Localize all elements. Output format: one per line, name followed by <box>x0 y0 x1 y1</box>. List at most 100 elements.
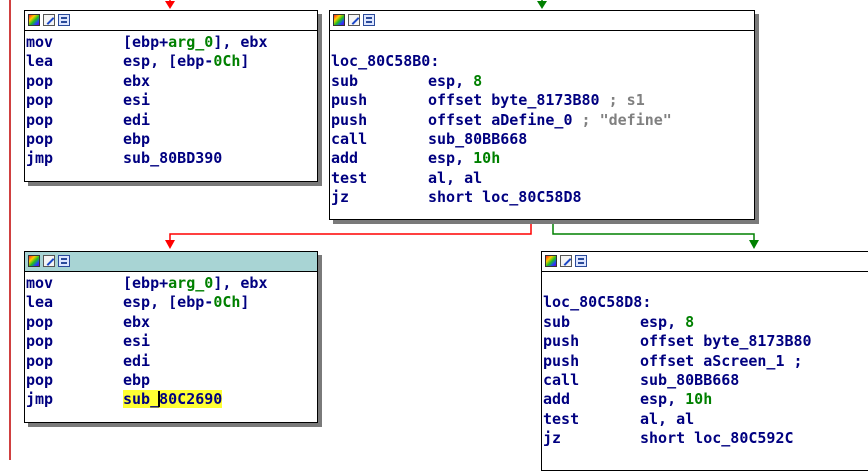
label-line: loc_80C58B0: <box>330 52 754 71</box>
colors-icon[interactable] <box>28 255 40 267</box>
colors-icon[interactable] <box>545 255 557 267</box>
instruction-line[interactable]: pop ebx <box>25 72 317 91</box>
block-header <box>25 11 317 31</box>
mnemonic: sub <box>543 312 571 331</box>
operand[interactable]: esi <box>123 332 150 351</box>
colors-icon[interactable] <box>28 14 40 26</box>
operand[interactable]: al, al <box>640 410 694 429</box>
operand[interactable]: esi <box>123 91 150 110</box>
operand[interactable]: sub_80BD390 <box>123 149 222 168</box>
operand[interactable]: ebp <box>123 130 150 149</box>
operand[interactable]: [ebp+arg_0], ebx <box>123 274 268 293</box>
location-label[interactable]: loc_80C58D8: <box>543 293 652 312</box>
operand[interactable]: ebx <box>123 72 150 91</box>
mnemonic: push <box>331 110 368 129</box>
edge-arrow-block-2 <box>537 1 547 9</box>
instruction-line[interactable]: mov [ebp+arg_0], ebx <box>25 274 317 293</box>
graph-icon[interactable] <box>58 255 70 267</box>
operand[interactable]: offset byte_8173B80 ; s1 <box>428 91 645 110</box>
operand[interactable]: [ebp+arg_0], ebx <box>123 33 268 52</box>
operand-text: offset byte_8173B80 <box>428 91 609 110</box>
operand[interactable]: edi <box>123 111 150 130</box>
operand[interactable]: esp, [ebp-0Ch] <box>123 293 249 312</box>
operand[interactable]: sub_80BB668 <box>640 371 739 390</box>
operand[interactable]: ebp <box>123 371 150 390</box>
text-cursor <box>158 391 161 408</box>
operand[interactable]: edi <box>123 352 150 371</box>
mnemonic: pop <box>26 351 54 370</box>
colors-icon[interactable] <box>333 14 345 26</box>
operand-text: ebx <box>123 312 151 331</box>
block-header <box>25 252 317 272</box>
mnemonic: jmp <box>26 390 54 409</box>
edit-icon[interactable] <box>43 255 55 267</box>
graph-icon[interactable] <box>58 14 70 26</box>
instruction-line[interactable]: push offset aDefine_0 ; "define" <box>330 111 754 130</box>
edit-icon[interactable] <box>560 255 572 267</box>
operand[interactable]: sub_80BB668 <box>428 130 527 149</box>
edge-false-arrow <box>165 240 175 249</box>
instruction-line[interactable]: jz short loc_80C58D8 <box>330 188 754 207</box>
operand-text: edi <box>123 110 151 129</box>
edit-icon[interactable] <box>348 14 360 26</box>
highlighted-symbol[interactable]: sub_80C2690 <box>123 390 223 409</box>
operand[interactable]: ebx <box>123 313 150 332</box>
operand[interactable]: offset aDefine_0 ; "define" <box>428 111 672 130</box>
operand[interactable]: esp, [ebp-0Ch] <box>123 52 249 71</box>
block-header <box>330 11 754 31</box>
operand[interactable]: short loc_80C58D8 <box>428 188 582 207</box>
operand[interactable]: short loc_80C592C <box>640 429 794 448</box>
operand-text: esi <box>123 332 151 351</box>
operand[interactable]: offset byte_8173B80 <box>640 332 812 351</box>
operand[interactable]: esp, 10h <box>640 390 712 409</box>
graph-icon[interactable] <box>575 255 587 267</box>
mnemonic: pop <box>26 71 54 90</box>
operand[interactable]: esp, 8 <box>428 72 482 91</box>
blank-line <box>330 33 754 52</box>
operand-text: ], ebx <box>213 274 268 292</box>
location-label[interactable]: loc_80C58B0: <box>331 52 440 71</box>
instruction-line[interactable]: pop edi <box>25 352 317 371</box>
operand[interactable]: esp, 10h <box>428 149 500 168</box>
instruction-line[interactable]: jmp sub_80C2690 <box>25 390 317 409</box>
graph-icon[interactable] <box>363 14 375 26</box>
instruction-line[interactable]: sub esp, 8 <box>542 313 868 332</box>
operand[interactable]: esp, 8 <box>640 313 694 332</box>
operand-text: esp, <box>428 71 474 90</box>
mnemonic: mov <box>26 274 54 292</box>
operand[interactable]: sub_80C2690 <box>123 390 223 409</box>
operand-text: al, al <box>640 409 695 428</box>
mnemonic: jz <box>331 188 350 207</box>
operand-number: arg_0 <box>168 33 214 51</box>
operand[interactable]: al, al <box>428 169 482 188</box>
edit-icon[interactable] <box>43 14 55 26</box>
operand[interactable]: offset aScreen_1 ; <box>640 352 803 371</box>
instruction-line[interactable]: mov[ebp+arg_0], ebx <box>25 33 317 52</box>
